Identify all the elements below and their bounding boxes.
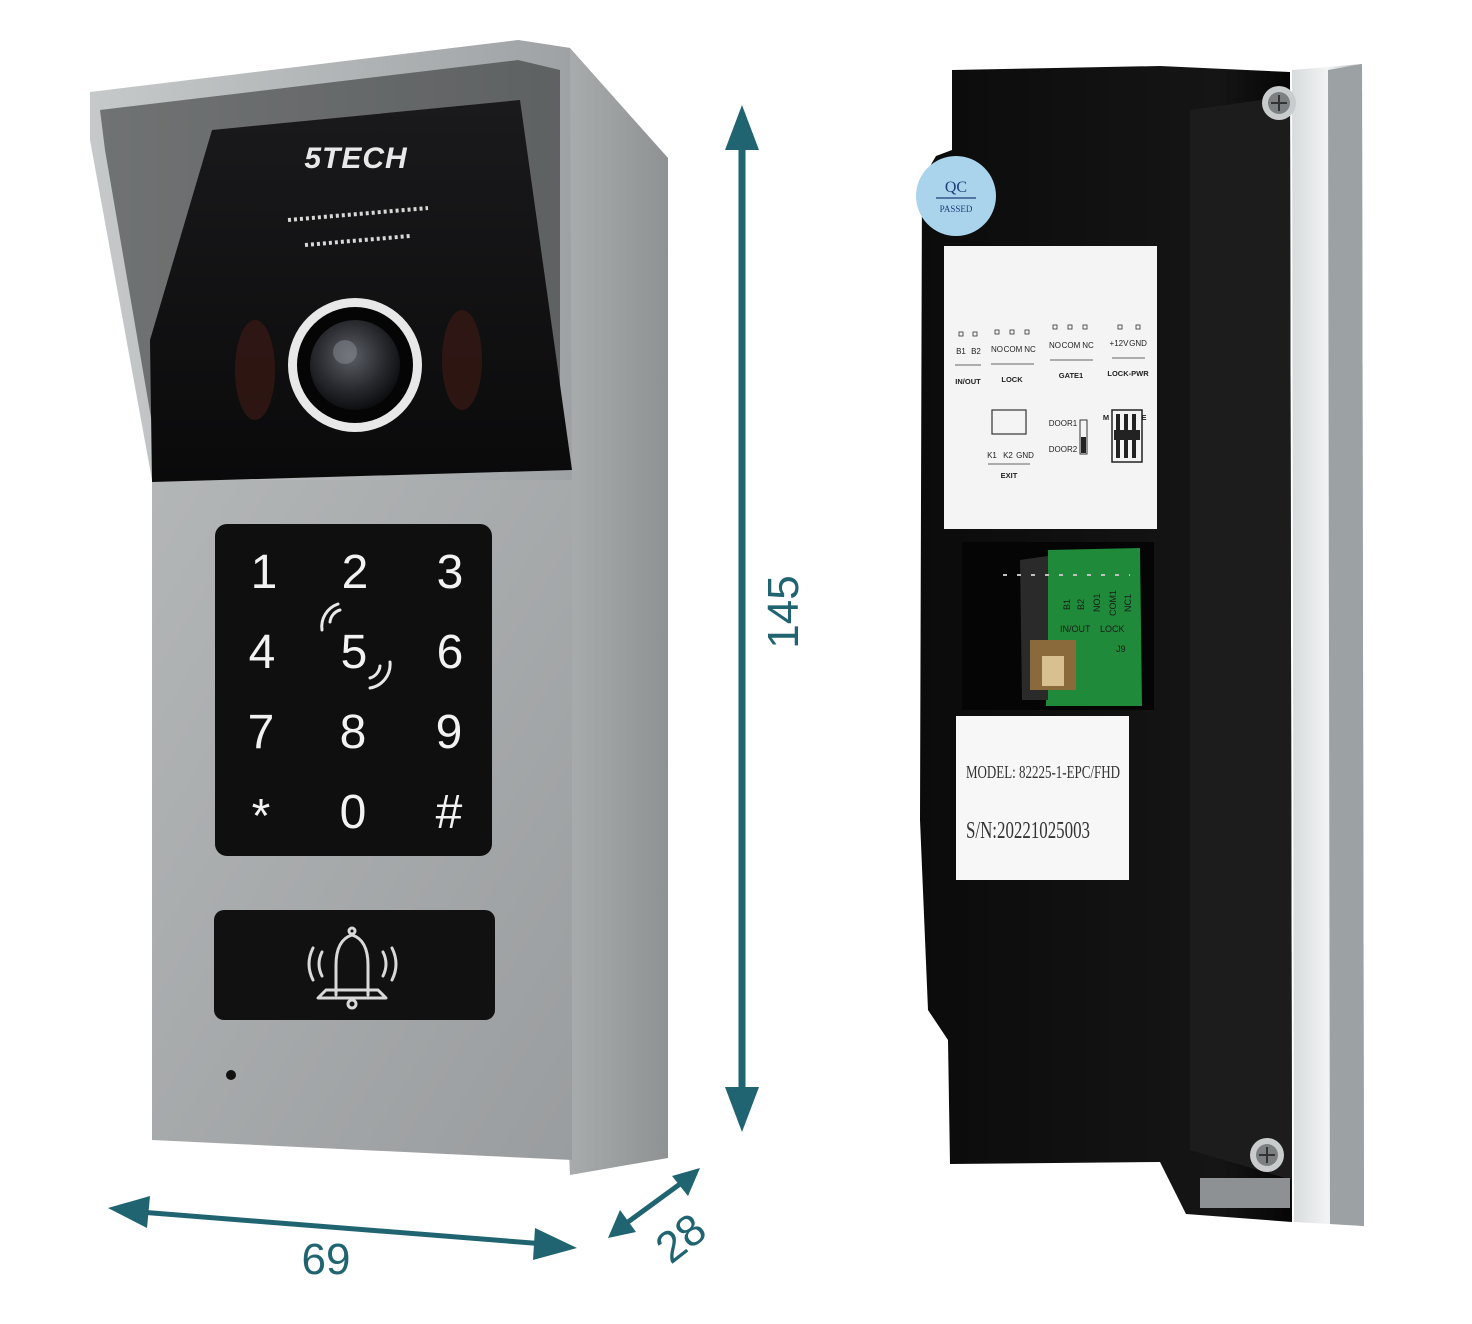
pin-gate-com: COM [1062,341,1081,350]
rail-edge [1328,64,1364,1226]
pin-gnd: GND [1129,339,1147,348]
qc-label: QC [945,179,967,196]
pcb-pin-no1: NO1 [1092,593,1102,612]
pin-k2: K2 [1003,451,1013,460]
bottom-screw [1250,1138,1284,1172]
pcb-window: B1 B2 NO1 COM1 NC1 IN/OUT LOCK J9 [962,542,1154,710]
pcb-pin-nc1: NC1 [1123,594,1133,612]
depth-arrow-right [672,1168,700,1196]
pin-12v: +12V [1110,339,1130,348]
pin-nc: NC [1024,345,1036,354]
width-arrow-right [533,1228,577,1260]
key-9[interactable]: 9 [436,706,463,759]
depth-value: 28 [647,1204,716,1273]
ir-led-left [235,320,275,420]
group-exit: EXIT [1001,471,1018,480]
model-number: MODEL: 82225-1-EPC/FHD [966,762,1120,782]
height-arrow-top [725,105,759,150]
rfid-icon [320,602,392,690]
pcb-lock-label: LOCK [1100,624,1125,634]
group-inout: IN/OUT [955,377,981,386]
key-4[interactable]: 4 [249,626,276,679]
group-gate: GATE1 [1059,371,1083,380]
switch-m-label: M [1103,413,1109,422]
terminal-label: B1 B2 NO COM NC NO COM NC +12V GND IN/OU… [944,246,1157,529]
keypad: 1 2 3 4 5 6 7 8 9 * 0 # [248,546,464,843]
key-6[interactable]: 6 [437,626,464,679]
key-8[interactable]: 8 [340,706,367,759]
pin-exit-gnd: GND [1016,451,1034,460]
bottom-latch [1200,1178,1290,1208]
width-dimension-line [139,1209,546,1247]
pcb-inout-label: IN/OUT [1060,624,1091,634]
pin-no: NO [991,345,1003,354]
doorbell-back-unit: QC PASSED B1 B2 NO COM NC NO COM NC +12V… [916,64,1364,1226]
key-star[interactable]: * [252,790,271,843]
ir-led-right [442,310,482,410]
key-5[interactable]: 5 [341,626,368,679]
group-lock: LOCK [1001,375,1023,384]
width-arrow-left [108,1196,150,1228]
key-2[interactable]: 2 [342,546,369,599]
qc-passed-sticker: QC PASSED [916,156,996,236]
pin-gate-nc: NC [1082,341,1094,350]
pin-b1: B1 [956,347,966,356]
group-lock-pwr: LOCK-PWR [1107,369,1149,378]
qc-passed-label: PASSED [940,204,973,214]
back-side-panel [1190,96,1292,1180]
width-value: 69 [302,1235,351,1284]
microphone-hole [226,1070,236,1080]
key-hash[interactable]: # [436,786,463,839]
exit-connector [991,409,1027,435]
door2-label: DOOR2 [1049,445,1078,454]
door-switch [1079,419,1088,455]
pcb-pin-b1: B1 [1062,599,1072,610]
pin-gate-no: NO [1049,341,1061,350]
top-screw [1262,86,1296,120]
door1-label: DOOR1 [1049,419,1078,428]
serial-number: S/N:20221025003 [966,818,1090,844]
pin-b2: B2 [971,347,981,356]
depth-dimension-line [626,1181,682,1225]
key-7[interactable]: 7 [248,706,275,759]
height-value: 145 [759,575,808,648]
pcb-pin-com1: COM1 [1108,590,1118,616]
height-arrow-bottom [725,1087,759,1132]
doorbell-front-unit: 5TECH 1 2 3 4 5 6 7 8 9 * 0 [90,40,668,1175]
camera-lens [288,298,422,432]
key-1[interactable]: 1 [251,546,278,599]
pin-k1: K1 [987,451,997,460]
pcb-jumper-label: J9 [1116,644,1126,654]
brand-logo: 5TECH [304,142,408,175]
model-serial-label: MODEL: 82225-1-EPC/FHD S/N:20221025003 [956,716,1129,880]
keypad-panel [215,524,492,856]
switch-e-label: E [1141,413,1146,422]
key-0[interactable]: 0 [340,786,367,839]
depth-arrow-left [608,1210,636,1238]
call-button[interactable] [214,910,495,1020]
pin-com: COM [1004,345,1023,354]
me-dip-switch [1111,409,1143,463]
pcb-pin-labels: B1 B2 NO1 COM1 NC1 [1062,590,1133,616]
pcb-pin-b2: B2 [1076,599,1086,610]
bell-icon [307,926,398,1010]
key-3[interactable]: 3 [437,546,464,599]
